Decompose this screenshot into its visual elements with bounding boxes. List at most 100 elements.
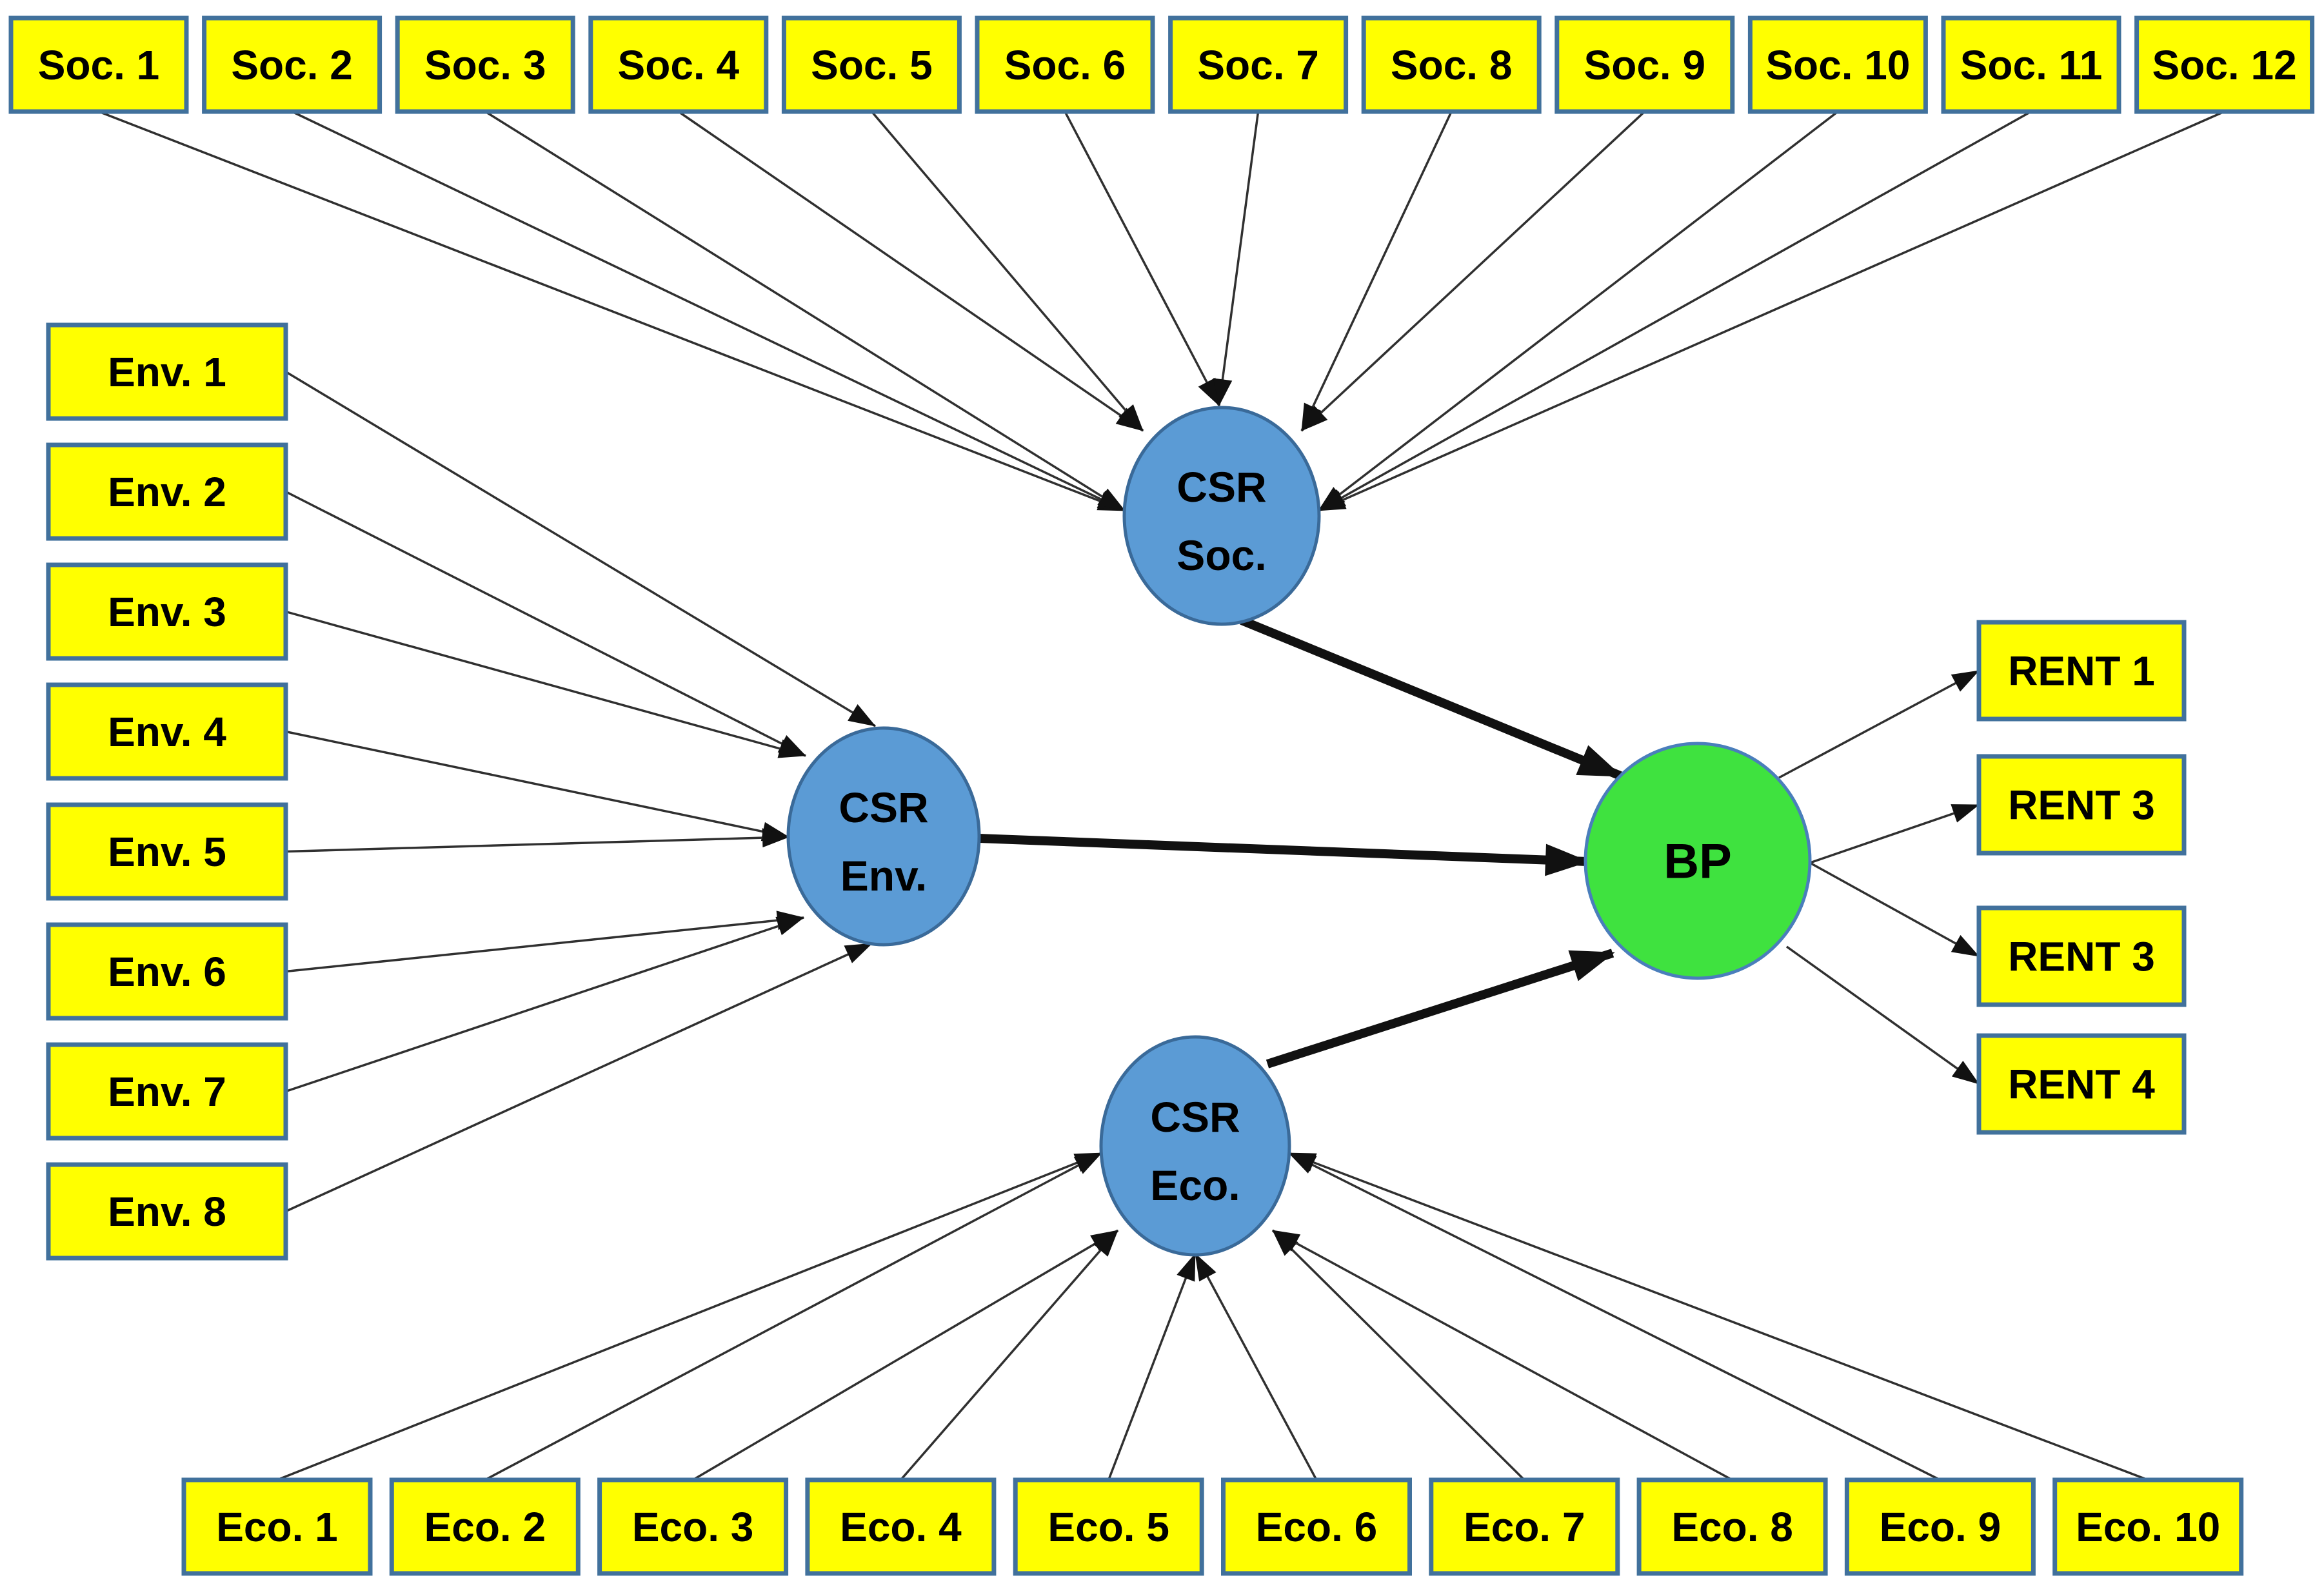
indicator-soc-4-label: Soc. 4	[618, 42, 740, 88]
edge-csr_eco-to-bp	[1266, 949, 1615, 1069]
indicator-eco-2: Eco. 2	[389, 1477, 581, 1576]
edge-soc-12	[1318, 110, 2225, 512]
indicator-soc-12: Soc. 12	[2134, 15, 2315, 114]
indicator-eco-6-label: Eco. 6	[1256, 1504, 1378, 1550]
indicator-eco-10-box	[2052, 1477, 2244, 1576]
edge-soc-8	[1300, 111, 1453, 431]
latent-csr_eco-ellipse	[1099, 1035, 1291, 1257]
indicator-rent-3-label: RENT 3	[2008, 933, 2155, 980]
indicator-soc-3-box	[395, 15, 575, 114]
edge-bp-rent-1	[1778, 669, 1980, 779]
indicator-soc-6: Soc. 6	[975, 15, 1155, 114]
indicator-rent-1: RENT 1	[1976, 620, 2187, 722]
latent-csr_soc-ellipse	[1122, 406, 1321, 626]
indicator-eco-8-label: Eco. 8	[1671, 1504, 1793, 1550]
indicator-soc-9-box	[1554, 15, 1735, 114]
indicator-soc-8: Soc. 8	[1361, 15, 1542, 114]
indicator-soc-5-label: Soc. 5	[811, 42, 933, 88]
edge-env-3	[285, 610, 806, 758]
indicator-soc-7: Soc. 7	[1168, 15, 1349, 114]
indicator-eco-9-label: Eco. 9	[1880, 1504, 2001, 1550]
indicator-eco-10-label: Eco. 10	[2076, 1504, 2220, 1550]
indicator-eco-9: Eco. 9	[1844, 1477, 2036, 1576]
indicator-eco-4-label: Eco. 4	[840, 1504, 962, 1550]
indicator-env-6-box	[46, 922, 288, 1021]
indicator-env-1: Env. 1	[46, 322, 288, 421]
indicator-soc-11-label: Soc. 11	[1960, 42, 2103, 88]
edge-bp-rent-2	[1809, 803, 1980, 864]
edge-env-2	[285, 490, 806, 757]
edge-env-1	[285, 371, 876, 727]
indicator-eco-6: Eco. 6	[1221, 1477, 1412, 1576]
indicator-env-7: Env. 7	[46, 1042, 288, 1141]
indicator-soc-2: Soc. 2	[202, 15, 382, 114]
indicator-rent-4-box	[1976, 1033, 2187, 1135]
indicator-eco-8: Eco. 8	[1636, 1477, 1828, 1576]
edge-soc-1	[98, 110, 1126, 512]
indicator-eco-2-label: Eco. 2	[424, 1504, 546, 1550]
indicator-soc-11: Soc. 11	[1941, 15, 2121, 114]
indicator-soc-2-box	[202, 15, 382, 114]
indicator-env-5-label: Env. 5	[108, 829, 226, 875]
indicator-soc-7-label: Soc. 7	[1197, 42, 1319, 88]
latent-csr_env-label-line2: Env.	[840, 852, 927, 900]
edge-soc-2	[291, 110, 1126, 512]
indicator-eco-4: Eco. 4	[805, 1477, 997, 1576]
indicator-rent-4-label: RENT 4	[2008, 1061, 2155, 1107]
edge-env-5	[285, 828, 790, 853]
latent-csr_eco-label-line2: Eco.	[1150, 1161, 1240, 1209]
indicator-soc-3: Soc. 3	[395, 15, 575, 114]
indicator-env-8: Env. 8	[46, 1162, 288, 1261]
indicator-rent-3-box	[1976, 905, 2187, 1007]
indicator-soc-6-box	[975, 15, 1155, 114]
indicator-env-2: Env. 2	[46, 442, 288, 541]
edge-eco-6	[1194, 1253, 1318, 1481]
edge-soc-5	[871, 110, 1144, 432]
indicator-soc-2-label: Soc. 2	[231, 42, 353, 88]
indicator-rent-1-label: RENT 1	[2008, 647, 2155, 694]
edge-soc-6	[1064, 111, 1220, 406]
edge-soc-9	[1300, 110, 1645, 432]
indicator-rent-4: RENT 4	[1976, 1033, 2187, 1135]
nodes-layer: Soc. 1 Soc. 2 Soc. 3 Soc. 4 Soc. 5 Soc. 6 Soc.…	[8, 15, 2315, 1576]
indicator-soc-10-label: Soc. 10	[1765, 42, 1910, 88]
indicator-env-2-label: Env. 2	[108, 469, 226, 515]
edge-soc-11	[1318, 110, 2032, 512]
indicator-soc-8-box	[1361, 15, 1542, 114]
indicator-soc-10-box	[1747, 15, 1928, 114]
indicator-eco-7: Eco. 7	[1429, 1477, 1620, 1576]
indicator-soc-5: Soc. 5	[781, 15, 962, 114]
edge-eco-3	[692, 1229, 1118, 1481]
indicator-rent-2-label: RENT 3	[2008, 782, 2155, 828]
indicator-eco-5-label: Eco. 5	[1048, 1504, 1169, 1550]
indicator-eco-8-box	[1636, 1477, 1828, 1576]
indicator-env-4-box	[46, 682, 288, 781]
indicator-env-6-label: Env. 6	[108, 949, 226, 995]
indicator-env-8-box	[46, 1162, 288, 1261]
edge-csr_soc-to-bp	[1240, 616, 1623, 780]
indicator-soc-1-label: Soc. 1	[38, 42, 160, 88]
edge-soc-3	[484, 110, 1126, 512]
edge-csr_env-to-bp	[978, 834, 1589, 876]
indicator-eco-5-box	[1013, 1477, 1204, 1576]
indicator-eco-5: Eco. 5	[1013, 1477, 1204, 1576]
edge-eco-8	[1272, 1229, 1733, 1481]
indicator-eco-6-box	[1221, 1477, 1412, 1576]
indicator-soc-8-label: Soc. 8	[1391, 42, 1513, 88]
edge-soc-7	[1213, 111, 1260, 406]
edge-env-4	[285, 730, 790, 842]
edge-soc-4	[677, 110, 1144, 432]
indicator-soc-9: Soc. 9	[1554, 15, 1735, 114]
indicator-env-1-label: Env. 1	[108, 349, 226, 395]
indicator-env-6: Env. 6	[46, 922, 288, 1021]
indicator-eco-10: Eco. 10	[2052, 1477, 2244, 1576]
edge-eco-7	[1271, 1229, 1525, 1481]
indicator-eco-3-box	[597, 1477, 789, 1576]
edges-layer	[98, 110, 2225, 1481]
